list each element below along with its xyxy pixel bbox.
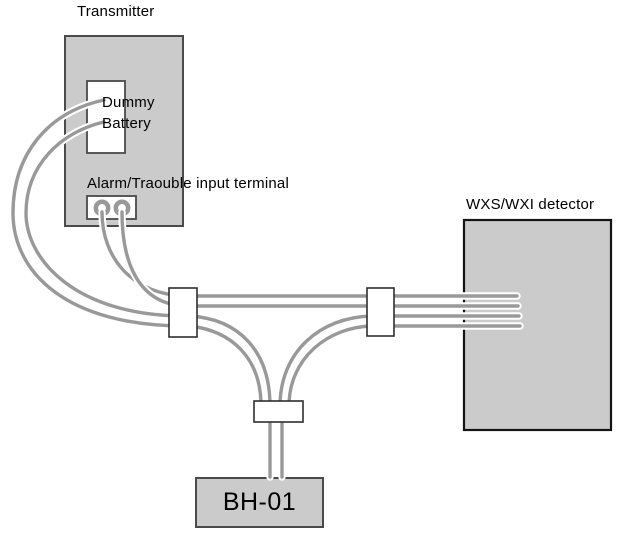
wire-left-to-bottom-2 [188, 324, 263, 408]
junction-box-left [168, 287, 198, 338]
alarm-terminal-label: Alarm/Traouble input terminal [87, 175, 289, 192]
dummy-battery-label: Dummy Battery [102, 92, 155, 134]
transmitter-label: Transmitter [77, 3, 155, 20]
bh01-box [195, 477, 324, 528]
wire-bottom-to-detector-1 [278, 314, 521, 408]
wire-battery-1 [11, 98, 187, 328]
wire-battery-2 [24, 120, 187, 318]
junction-box-right [366, 287, 395, 337]
dummy-battery-label-line1: Dummy [102, 94, 155, 111]
dummy-battery-box [86, 80, 126, 154]
junction-box-bottom [253, 400, 304, 423]
detector-label: WXS/WXI detector [466, 196, 595, 213]
dummy-battery-label-line2: Battery [102, 115, 151, 132]
wire-terminal-left [100, 210, 187, 298]
wire-left-to-bottom-1 [188, 314, 272, 408]
bh01-label: BH-01 [222, 488, 297, 516]
